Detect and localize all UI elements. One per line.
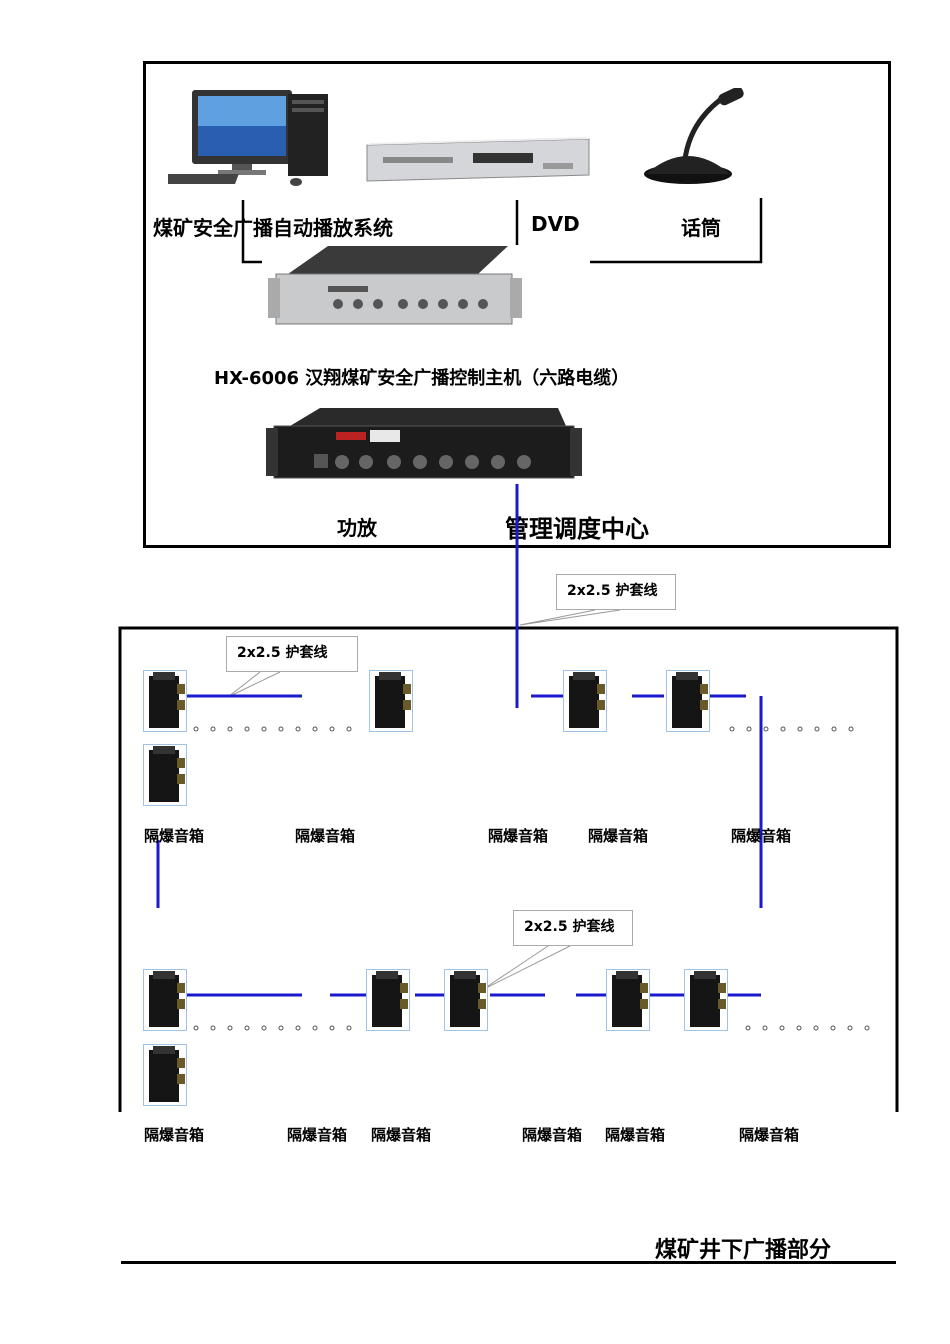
speaker-icon	[444, 969, 488, 1031]
speaker-icon	[366, 969, 410, 1031]
speaker-icon	[666, 670, 710, 732]
speaker-icon	[143, 1044, 187, 1106]
speaker-label: 隔爆音箱	[144, 827, 205, 845]
speaker-icon	[143, 670, 187, 732]
computer-label: 煤矿安全广播自动播放系统	[153, 216, 393, 240]
speaker-label: 隔爆音箱	[488, 827, 549, 845]
cable-callout-left: 2x2.5 护套线	[226, 636, 358, 672]
dvd-label: DVD	[531, 212, 580, 236]
speaker-icon	[143, 969, 187, 1031]
speaker-label: 隔爆音箱	[371, 1126, 432, 1144]
speaker-label: 隔爆音箱	[295, 827, 356, 845]
management-center-label: 管理调度中心	[505, 515, 649, 543]
speaker-icon	[563, 670, 607, 732]
computer-icon	[168, 90, 328, 186]
speaker-label: 隔爆音箱	[287, 1126, 348, 1144]
controller-host-icon	[268, 246, 522, 325]
speaker-label: 隔爆音箱	[522, 1126, 583, 1144]
speaker-icon	[143, 744, 187, 806]
speaker-label: 隔爆音箱	[144, 1126, 205, 1144]
controller-label: HX-6006 汉翔煤矿安全广播控制主机（六路电缆）	[214, 368, 630, 389]
speaker-icon	[369, 670, 413, 732]
cable-callout-mid: 2x2.5 护套线	[513, 910, 633, 946]
amplifier-icon	[266, 408, 582, 479]
mic-label: 话筒	[681, 216, 721, 240]
footer-title: 煤矿井下广播部分	[655, 1238, 832, 1263]
speaker-icon	[606, 969, 650, 1031]
amplifier-label: 功放	[337, 516, 377, 540]
speaker-icon	[684, 969, 728, 1031]
cable-callout-main: 2x2.5 护套线	[556, 574, 676, 610]
dvd-player-icon	[366, 137, 590, 182]
speaker-label: 隔爆音箱	[605, 1126, 666, 1144]
speaker-label: 隔爆音箱	[588, 827, 649, 845]
speaker-label: 隔爆音箱	[731, 827, 792, 845]
footer-rule	[121, 1261, 896, 1264]
microphone-icon	[644, 88, 744, 184]
speaker-label: 隔爆音箱	[739, 1126, 800, 1144]
